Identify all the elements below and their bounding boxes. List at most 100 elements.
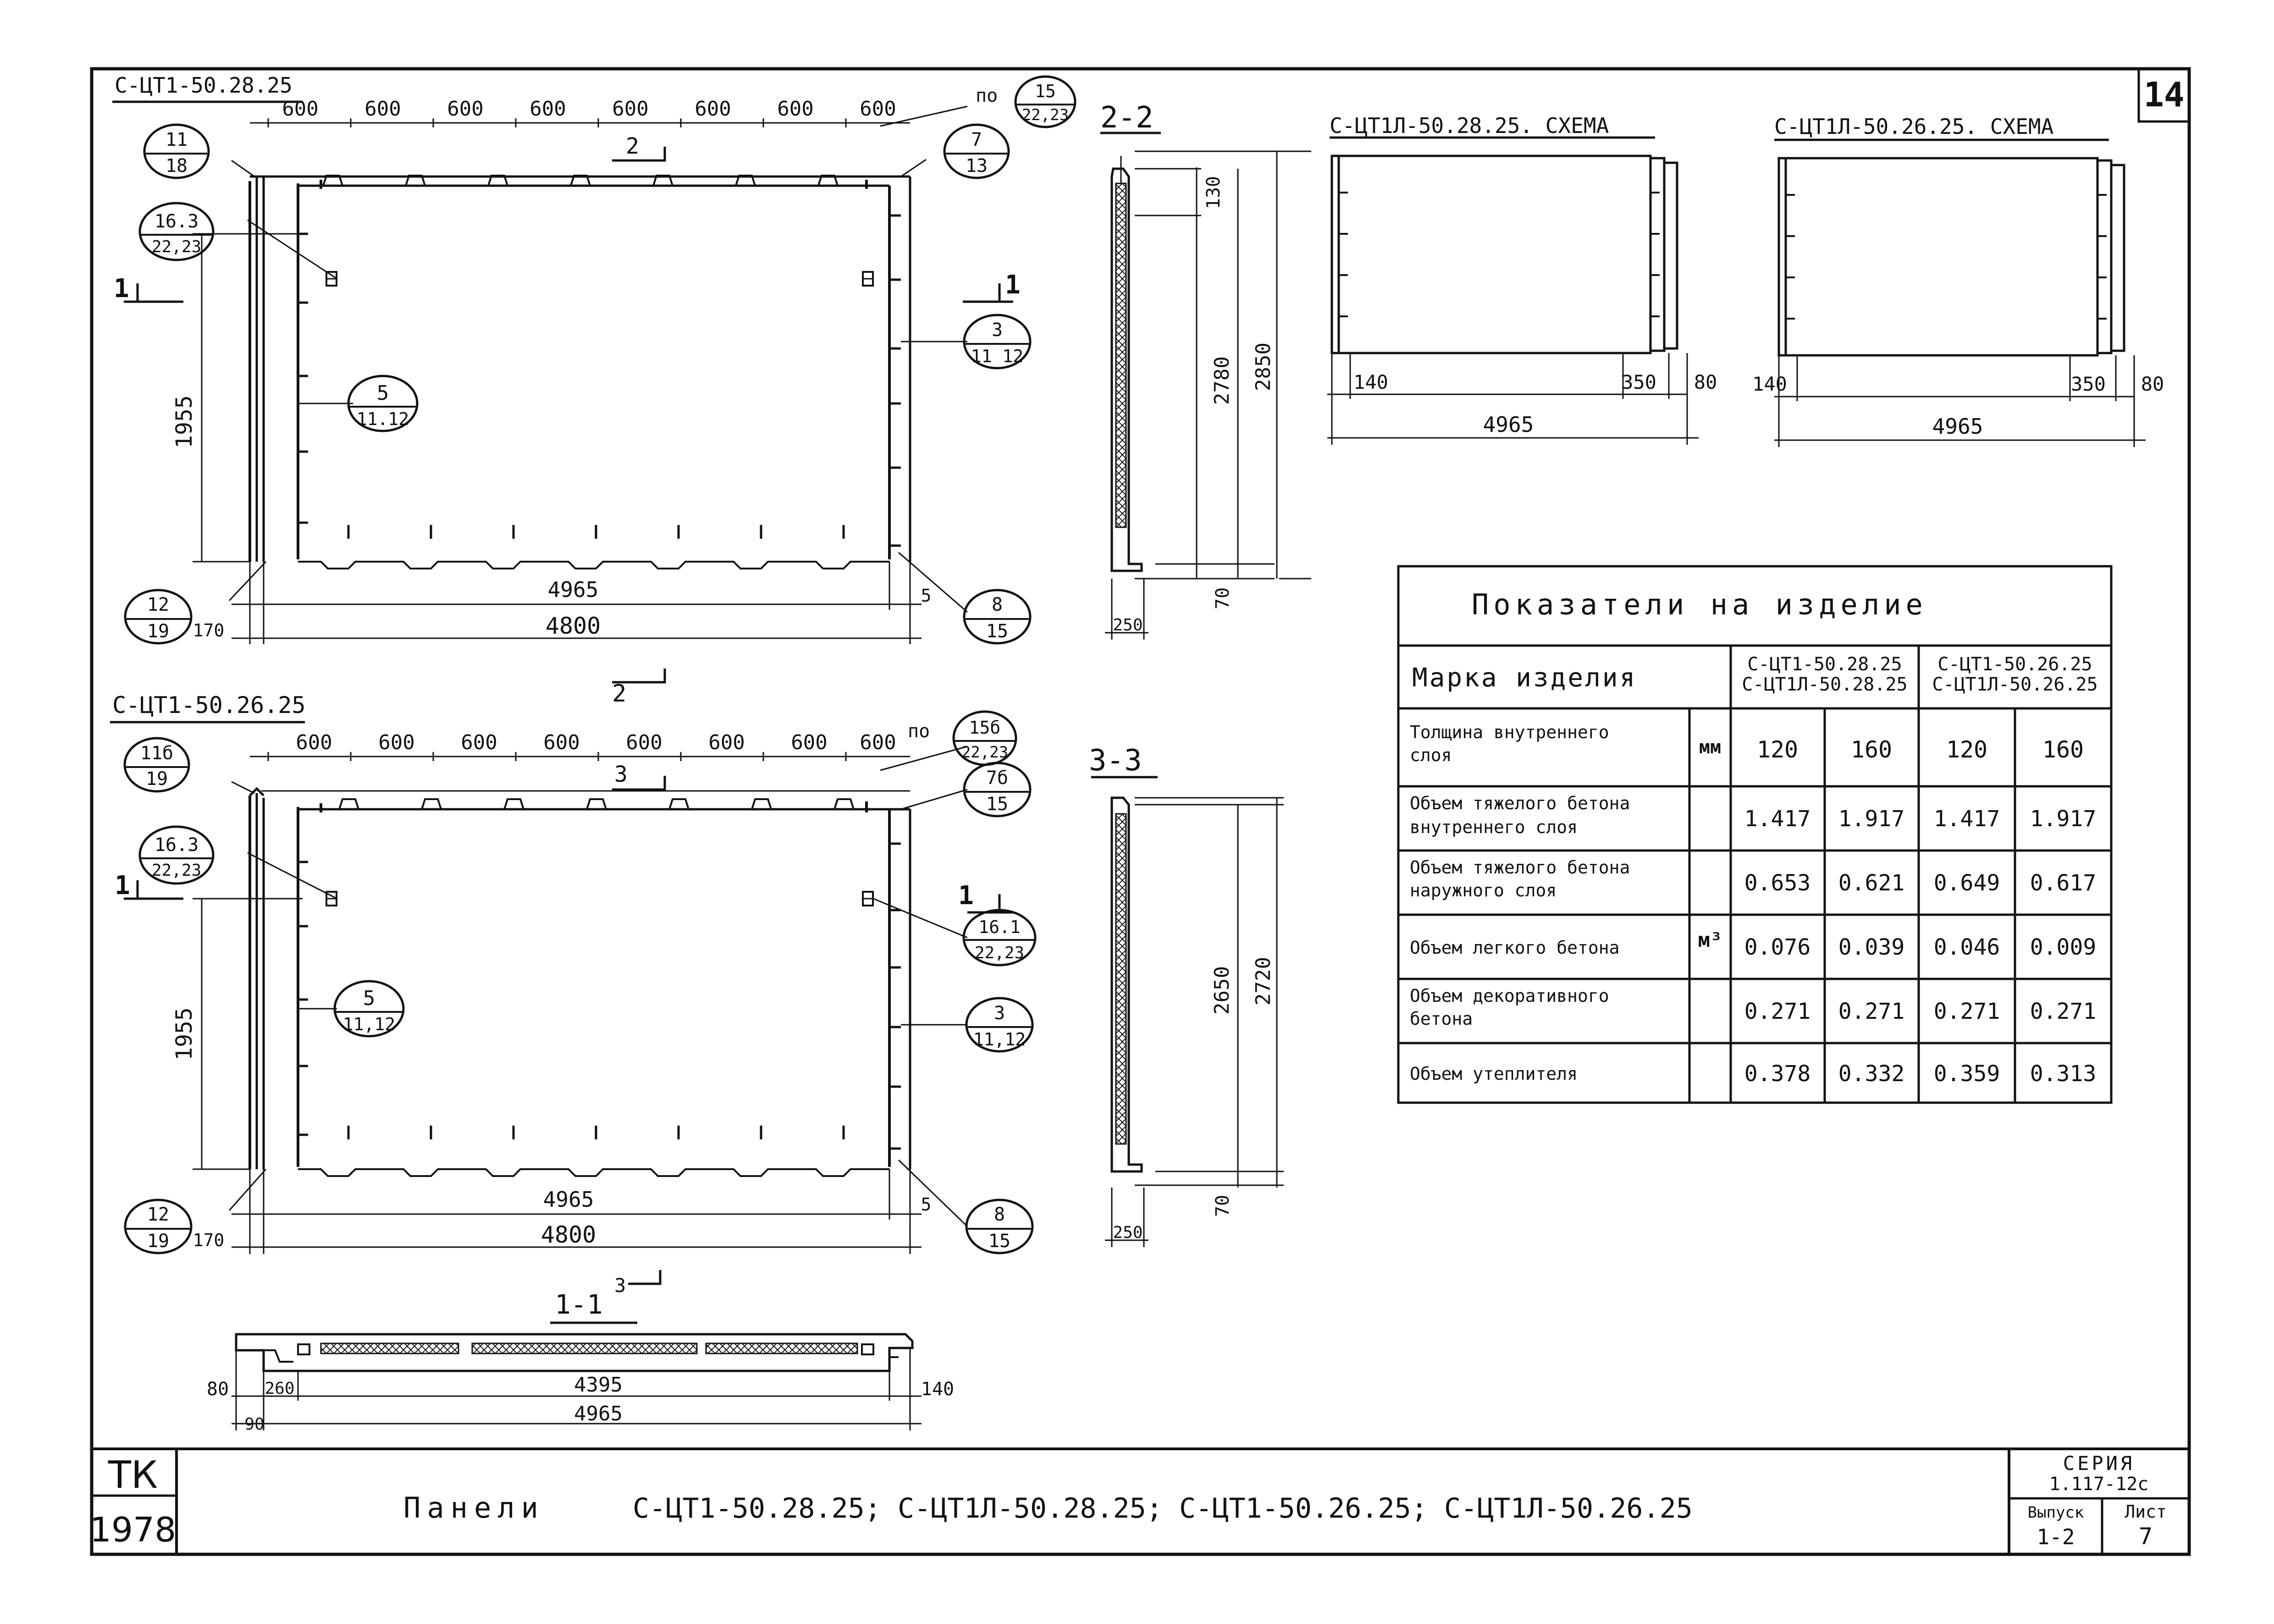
row-3-label-1: Объем тяжелого бетона — [1410, 857, 1630, 878]
svg-text:22,23: 22,23 — [1022, 106, 1069, 124]
bottom-spacing-4: 600 — [543, 731, 580, 754]
scheme-2-label: С-ЦТ1Л-50.26.25. СХЕМА — [1774, 114, 2053, 139]
top-spacing-2: 600 — [364, 97, 401, 121]
section-3-3-label: 3-3 — [1089, 744, 1142, 778]
svg-text:11,12: 11,12 — [343, 1014, 395, 1034]
top-spacing-3: 600 — [447, 97, 483, 121]
row-6-v4: 0.313 — [2030, 1061, 2097, 1087]
s22-dim-2780: 2780 — [1210, 356, 1234, 405]
svg-text:16.3: 16.3 — [155, 211, 199, 232]
callout-16-3-top: 16.3 22,23 — [138, 202, 215, 261]
bottom-top-section-mark-3: 3 — [614, 762, 628, 787]
svg-text:13: 13 — [966, 155, 988, 177]
svg-text:15: 15 — [986, 621, 1008, 642]
top-callout-15-prefix: по — [976, 85, 998, 106]
bottom-panel-label: С-ЦТ1-50.26.25 — [112, 692, 305, 718]
bottom-dim-4965: 4965 — [543, 1187, 594, 1212]
title-block-year: 1978 — [90, 1510, 176, 1550]
scheme-2-dim-350: 350 — [2071, 373, 2106, 395]
callout-8-15-top: 8 15 — [963, 589, 1032, 645]
svg-text:3: 3 — [992, 320, 1003, 341]
s33-dim-250: 250 — [1113, 1223, 1143, 1242]
row-4-v4: 0.009 — [2030, 934, 2097, 960]
bottom-dim-5: 5 — [921, 1194, 932, 1215]
row-5-v1: 0.271 — [1744, 999, 1811, 1024]
scheme-2-dim-80: 80 — [2141, 373, 2164, 395]
top-dim-height: 1955 — [171, 395, 197, 448]
scheme-1-label: С-ЦТ1Л-50.28.25. СХЕМА — [1330, 113, 1609, 138]
svg-text:22,23: 22,23 — [961, 743, 1008, 762]
top-dim-4965: 4965 — [548, 577, 599, 602]
scheme-1-dim-350: 350 — [1622, 371, 1656, 393]
row-2-v4: 1.917 — [2030, 806, 2097, 832]
title-word: Панели — [403, 1491, 545, 1525]
svg-text:22,23: 22,23 — [152, 238, 201, 256]
callout-12-19-top: 12 19 — [124, 589, 193, 645]
section-3-3-text: 3-3 2650 2720 70 250 — [1089, 744, 1275, 1242]
s22-dim-2850: 2850 — [1252, 342, 1275, 391]
svg-text:7б: 7б — [986, 768, 1008, 789]
right-section-mark-1: 1 — [1005, 270, 1021, 300]
row-6-label-1: Объем утеплителя — [1410, 1064, 1578, 1084]
sheet-value: 7 — [2139, 1523, 2153, 1550]
sheet-frame — [90, 67, 2191, 1556]
s33-dim-70: 70 — [1212, 1195, 1233, 1217]
svg-text:15: 15 — [1035, 81, 1056, 101]
callout-5-bottom: 5 11,12 — [333, 980, 405, 1038]
row-5-v4: 0.271 — [2030, 999, 2097, 1024]
svg-text:18: 18 — [166, 155, 188, 177]
svg-text:11б: 11б — [140, 743, 173, 764]
series-label: СЕРИЯ — [2063, 1452, 2135, 1475]
svg-text:11,12: 11,12 — [973, 1029, 1026, 1050]
scheme-2 — [1774, 138, 2146, 447]
section-1-1 — [232, 1270, 922, 1431]
svg-text:11 12: 11 12 — [971, 346, 1023, 366]
row-6-v1: 0.378 — [1744, 1061, 1811, 1087]
row-3-v4: 0.617 — [2030, 870, 2097, 896]
svg-text:15б: 15б — [969, 718, 1001, 738]
bottom-spacing-5: 600 — [626, 731, 662, 754]
scheme-1-dim-4965: 4965 — [1483, 412, 1534, 437]
row-2-v1: 1.417 — [1744, 806, 1811, 832]
top-panel-label: С-ЦТ1-50.28.25 — [115, 73, 293, 98]
section-2-2-label: 2-2 — [1100, 101, 1154, 135]
row-1-v3: 120 — [1946, 736, 1987, 763]
bottom-right-section-mark-1: 1 — [958, 881, 974, 911]
row-4-v2: 0.039 — [1838, 934, 1905, 960]
svg-text:19: 19 — [147, 1231, 169, 1252]
s11-dim-4965: 4965 — [574, 1402, 623, 1425]
indicators-table-text: Показатели на изделие Марка изделия С-ЦТ… — [1410, 588, 2098, 1087]
s11-dim-140: 140 — [921, 1379, 954, 1400]
s11-dim-90: 90 — [244, 1415, 264, 1434]
title-marks: С-ЦТ1-50.28.25; С-ЦТ1Л-50.28.25; С-ЦТ1-5… — [633, 1492, 1693, 1525]
section-1-1-label: 1-1 — [555, 1289, 603, 1320]
s11-dim-260: 260 — [265, 1379, 294, 1398]
callout-16-1: 16.1 22,23 — [962, 909, 1037, 967]
svg-text:15: 15 — [986, 794, 1008, 815]
top-section-mark-2: 2 — [626, 133, 639, 159]
top-dim-5: 5 — [921, 586, 932, 606]
row-1-label-2: слоя — [1410, 745, 1452, 765]
table-unit-m3: м³ — [1698, 928, 1722, 952]
s11-dim-80: 80 — [207, 1379, 229, 1400]
svg-text:15: 15 — [988, 1231, 1010, 1252]
scheme-1-text: С-ЦТ1Л-50.28.25. СХЕМА 140 350 80 4965 — [1330, 113, 1717, 437]
row-1-label-1: Толщина внутреннего — [1410, 722, 1609, 742]
scheme-1 — [1327, 136, 1699, 445]
top-spacing-6: 600 — [695, 97, 731, 121]
panel-elevation-bottom — [124, 746, 1013, 1254]
svg-text:8: 8 — [994, 1204, 1005, 1225]
callout-16-3-bottom: 16.3 22,23 — [138, 825, 215, 885]
s22-dim-130: 130 — [1203, 176, 1224, 209]
bottom-spacing-8: 600 — [860, 731, 896, 754]
table-col-group-1-line2: С-ЦТ1Л-50.28.25 — [1742, 674, 1907, 695]
top-spacing-4: 600 — [530, 97, 566, 121]
issue-label: Выпуск — [2028, 1503, 2084, 1522]
svg-text:22,23: 22,23 — [975, 944, 1024, 962]
scheme-2-dim-140: 140 — [1752, 373, 1787, 395]
table-mark-header: Марка изделия — [1412, 663, 1637, 693]
svg-text:11: 11 — [166, 129, 188, 150]
section-2-2-text: 2-2 130 2780 2850 70 250 — [1100, 101, 1275, 635]
bottom-spacing-1: 600 — [296, 731, 332, 754]
top-spacing-8: 600 — [860, 97, 896, 121]
